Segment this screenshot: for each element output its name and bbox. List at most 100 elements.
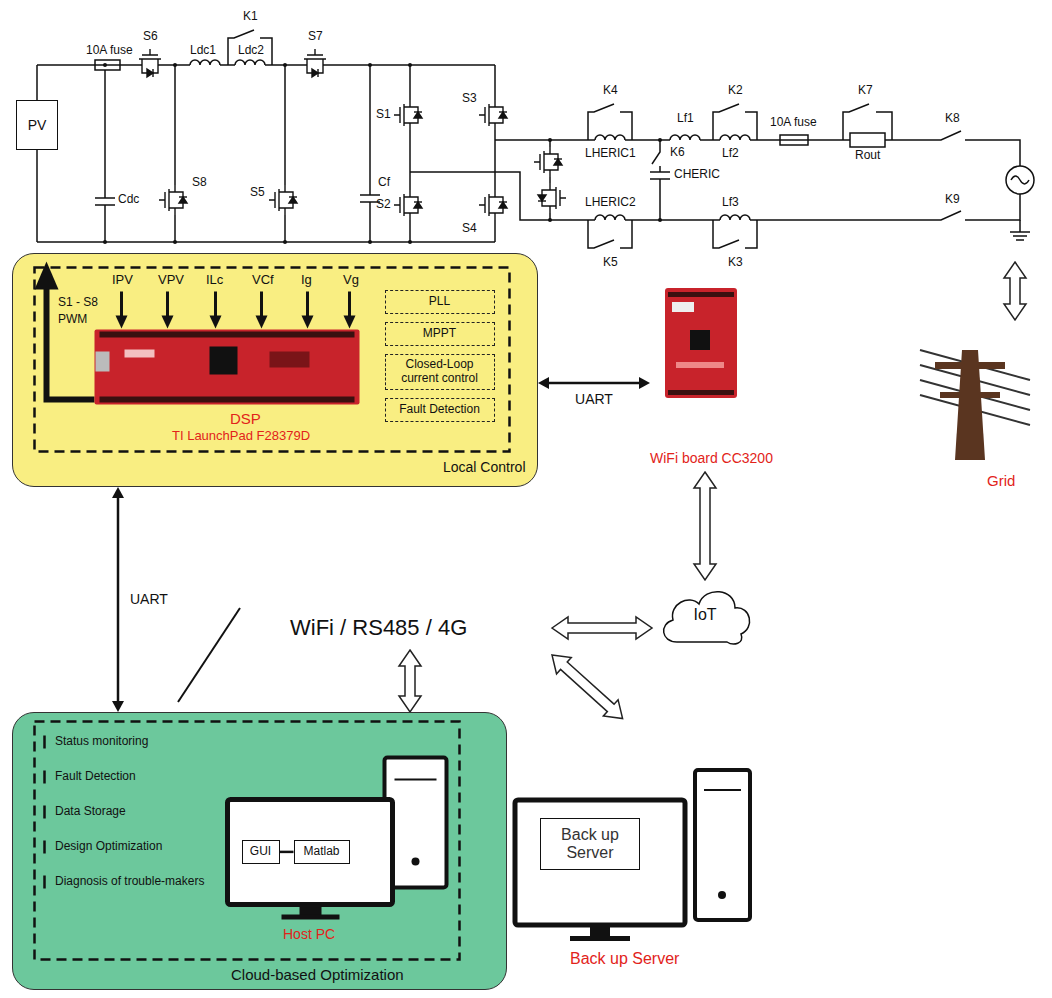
uart-connector — [280, 851, 294, 854]
fuse-symbol — [95, 60, 808, 145]
divider-slash — [178, 608, 240, 702]
circuit-label: S7 — [308, 30, 323, 44]
ac-source-symbol — [1006, 166, 1034, 194]
device-caption: Back up Server — [570, 950, 679, 968]
circuit-label: Rout — [855, 149, 880, 163]
mosfet-symbol — [394, 100, 422, 130]
circuit-label: Cf — [378, 176, 390, 190]
link-label: WiFi / RS485 / 4G — [290, 615, 467, 640]
circuit-wire — [410, 140, 595, 220]
uart-connector — [280, 851, 294, 852]
dsp-board-picture — [95, 330, 360, 405]
dsp-board-picture — [270, 352, 310, 368]
device-caption: TI LaunchPad F28379D — [172, 429, 310, 444]
grid-pylon — [920, 350, 1030, 460]
uart-connector — [112, 487, 124, 498]
circuit-label: 10A fuse — [86, 44, 133, 58]
signal-name: PWM — [58, 313, 87, 327]
signal-name: Vg — [343, 273, 359, 288]
node-text: Local Control — [443, 459, 526, 475]
hollow-arrow-connector — [694, 472, 716, 580]
node-text: Grid — [987, 472, 1015, 489]
server-computer — [718, 891, 726, 899]
resistor-symbol — [850, 133, 885, 147]
pv-source-box: PV — [16, 100, 58, 150]
uart-connector — [538, 377, 650, 389]
circuit-label: K9 — [945, 193, 960, 207]
relay-switch — [713, 104, 757, 140]
signal-name: ILc — [206, 273, 223, 288]
junction-dot — [173, 63, 177, 67]
mosfet-symbol — [300, 49, 330, 77]
signal-arrow — [166, 292, 169, 318]
feature-item: Design Optimization — [55, 840, 162, 854]
circuit-label: K3 — [728, 256, 743, 270]
pwm-arrow — [35, 262, 59, 290]
signal-arrow — [260, 292, 263, 318]
hollow-arrow-connector — [694, 472, 716, 580]
host-computer — [228, 800, 393, 905]
list-tick — [43, 876, 46, 889]
device-caption: Host PC — [283, 926, 335, 942]
signal-arrow — [256, 316, 268, 329]
circuit-label: LHERIC1 — [585, 147, 636, 161]
fuse-symbol — [95, 64, 120, 66]
node-text: Matlab — [303, 845, 339, 859]
uart-connector — [639, 377, 650, 389]
junction-dot — [658, 218, 662, 222]
signal-arrow — [116, 316, 128, 329]
feature-item: Fault Detection — [55, 770, 136, 784]
host-pc-illustration — [35, 722, 460, 960]
server-computer — [515, 770, 750, 941]
circuit-label: S8 — [192, 176, 207, 190]
mosfet-symbol — [479, 100, 507, 130]
node-text: MPPT — [423, 327, 456, 341]
server-computer — [515, 800, 685, 925]
local-control-panel: Local ControlPLLMPPTClosed-Loop current … — [12, 253, 538, 487]
node-text: IoT — [693, 606, 716, 624]
fuse-symbol — [780, 135, 808, 145]
inductor-symbol — [595, 215, 625, 220]
signal-name: VCf — [252, 273, 274, 288]
junction-dot — [548, 138, 552, 142]
circuit-label: S3 — [462, 92, 477, 106]
mosfet-symbol — [394, 190, 422, 220]
fuse-symbol — [95, 60, 120, 70]
node-text: Cloud-based Optimization — [231, 966, 404, 983]
inductor-symbol — [720, 135, 750, 140]
dsp-illustration — [35, 268, 510, 452]
node-text: Fault Detection — [399, 403, 480, 417]
device-caption: DSP — [230, 410, 261, 427]
resistor-symbol — [850, 133, 885, 147]
circuit-wire — [650, 140, 670, 220]
grid-pylon — [935, 362, 1005, 369]
software-box: GUI — [242, 840, 280, 865]
signal-arrow — [214, 292, 217, 318]
circuit-wire — [410, 65, 495, 242]
junction-dot — [408, 240, 412, 244]
inductor-symbol — [595, 135, 625, 140]
list-tick — [43, 806, 46, 819]
circuit-label: S4 — [462, 222, 477, 236]
dsp-board-picture — [95, 330, 360, 405]
uart-connector — [538, 377, 549, 389]
circuit-label: K2 — [728, 84, 743, 98]
junction-dot — [103, 63, 107, 67]
server-computer — [590, 925, 610, 937]
circuit-label: K8 — [945, 112, 960, 126]
circuit-label: Lf1 — [677, 112, 694, 126]
divider-slash — [178, 608, 240, 702]
node-text: PLL — [429, 295, 450, 309]
junction-dot — [173, 240, 177, 244]
host-computer — [395, 779, 437, 781]
server-computer — [570, 936, 630, 941]
junction-dot — [283, 240, 287, 244]
feature-item: Data Storage — [55, 805, 126, 819]
host-computer — [412, 858, 420, 866]
uart-connector — [546, 382, 642, 385]
edge-label: UART — [575, 391, 613, 407]
mosfet-symbol — [479, 190, 507, 220]
wifi-board-picture — [665, 288, 737, 398]
circuit-wire — [95, 65, 115, 242]
